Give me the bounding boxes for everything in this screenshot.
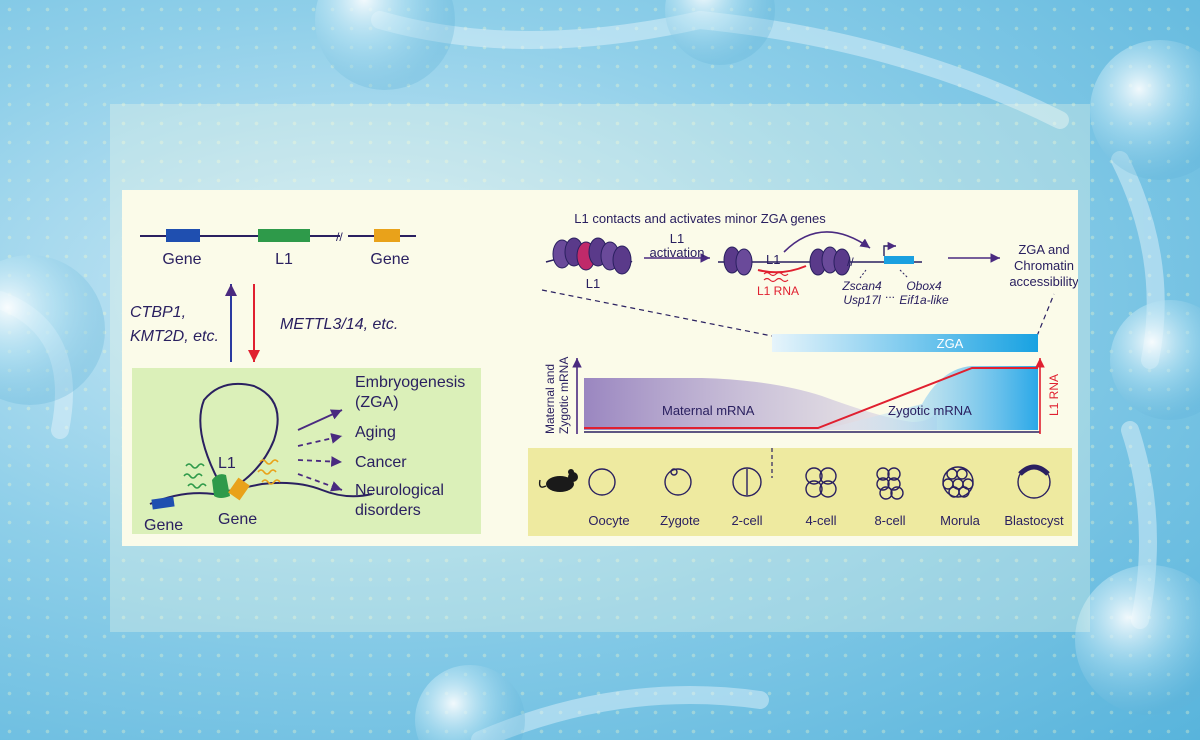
- zga-gene-block: [884, 256, 914, 264]
- chromatin-loop-panel: L1 Gene Gene Embryogenesis (ZGA) Aging C…: [132, 368, 481, 534]
- l1-label-right: L1: [766, 252, 780, 267]
- gene-label-1: Gene: [162, 251, 201, 268]
- outcome-embryogenesis: Embryogenesis: [355, 374, 465, 391]
- loop-gene-label-right: Gene: [218, 511, 257, 528]
- gene-block-orange: [374, 229, 400, 242]
- oocyte-icon: [588, 468, 616, 496]
- zoom-guide-right: [1036, 293, 1055, 337]
- outcome-aging: Aging: [355, 424, 396, 441]
- regulator-ctbp1: CTBP1,: [130, 304, 186, 321]
- l1-rna-curve: [584, 367, 1038, 429]
- l1-label: L1: [275, 251, 293, 268]
- loop-gene-orange: [228, 477, 250, 501]
- outcome-arrow-neurological: [297, 473, 343, 492]
- gene-ellipsis: ...: [885, 287, 895, 301]
- stage-8-cell: 8-cell: [874, 513, 905, 528]
- gene-label-2: Gene: [370, 251, 409, 268]
- zoom-guide-left: [541, 289, 773, 337]
- regulator-mettl3: METTL3/14, etc.: [280, 316, 398, 333]
- genome-track: // Gene L1 Gene: [140, 229, 416, 268]
- morula-icon: [942, 466, 974, 498]
- figure-diagram: // Gene L1 Gene CTBP1, KMT2D, etc. METTL…: [130, 211, 1079, 536]
- gene-block-blue: [166, 229, 200, 242]
- svg-text://: //: [336, 230, 343, 244]
- gene-zscan4: Zscan4: [841, 279, 882, 293]
- outcome-zga: (ZGA): [355, 394, 399, 411]
- l1-rna-label: L1 RNA: [757, 284, 799, 298]
- right-panel-title: L1 contacts and activates minor ZGA gene…: [574, 211, 826, 226]
- regulation-arrows: CTBP1, KMT2D, etc. METTL3/14, etc.: [130, 284, 398, 362]
- outcome-arrow-aging: [297, 433, 343, 447]
- chromatin-l1-label: L1: [586, 276, 600, 291]
- l1-rna-squiggles: [183, 463, 207, 489]
- stage-zygote: Zygote: [660, 513, 700, 528]
- outcome-cancer: Cancer: [355, 454, 407, 471]
- loop-gene-blue: [151, 496, 175, 510]
- active-l1-segment: [757, 265, 807, 274]
- tss-arrow: [883, 241, 896, 256]
- mrna-dynamics-plot: Maternal and Zygotic mRNA Maternal mRNA …: [543, 357, 1061, 434]
- y-axis-label-line2: Zygotic mRNA: [557, 357, 571, 434]
- two-cell-icon: [732, 467, 762, 497]
- l1-block-green: [258, 229, 310, 242]
- l1-rna-axis-label: L1 RNA: [1047, 374, 1061, 416]
- chromatin-loop: [199, 382, 279, 483]
- y-axis-label-line1: Maternal and: [543, 364, 557, 434]
- outcome-accessibility: accessibility: [1009, 274, 1078, 289]
- blastocyst-icon: [1017, 464, 1051, 499]
- outcome-arrow-cancer: [297, 456, 343, 467]
- four-cell-icon: [805, 467, 837, 498]
- stage-2-cell: 2-cell: [731, 513, 762, 528]
- outcome-disorders: disorders: [355, 502, 421, 519]
- gene-eif1a-like: Eif1a-like: [899, 293, 949, 307]
- activation-label-l1: L1: [670, 231, 684, 246]
- regulator-kmt2d: KMT2D, etc.: [130, 328, 219, 345]
- outcome-neurological: Neurological: [355, 482, 444, 499]
- maternal-mrna-label: Maternal mRNA: [662, 403, 755, 418]
- stage-4-cell: 4-cell: [805, 513, 836, 528]
- svg-text://: //: [847, 255, 854, 269]
- compact-chromatin: [552, 237, 632, 275]
- eight-cell-icon: [876, 467, 904, 500]
- loop-panel-background: [132, 368, 481, 534]
- stage-blastocyst: Blastocyst: [1004, 513, 1064, 528]
- stages-background: [528, 448, 1072, 536]
- zga-window-bar: [772, 334, 1038, 352]
- gene-obox4: Obox4: [906, 279, 942, 293]
- loop-l1-element: [212, 474, 230, 498]
- gene-usp17l: Usp17l: [843, 293, 881, 307]
- outcome-chromatin: Chromatin: [1014, 258, 1074, 273]
- loop-gene-label-left: Gene: [144, 517, 183, 534]
- figure-card: // Gene L1 Gene CTBP1, KMT2D, etc. METTL…: [122, 190, 1079, 546]
- stage-morula: Morula: [940, 513, 981, 528]
- l1-rna-transcripts: [763, 271, 789, 283]
- outcome-zga-and: ZGA and: [1018, 242, 1069, 257]
- loop-l1-label: L1: [218, 455, 236, 472]
- gene-rna-squiggles: [257, 459, 281, 485]
- zga-bar-label: ZGA: [937, 336, 964, 351]
- zygotic-mrna-area: [822, 366, 1038, 430]
- embryo-stages-strip: Oocyte Zygote 2-cell 4-cell 8-cell Morul…: [528, 448, 1072, 536]
- activation-label-text: activation: [650, 245, 705, 260]
- l1-activation-schematic: L1 L1 activation // L1 L1 RNA Zscan4 Usp…: [545, 231, 1079, 307]
- contact-arrow: [783, 231, 871, 253]
- zygotic-mrna-label: Zygotic mRNA: [888, 403, 972, 418]
- mouse-icon: [538, 469, 578, 492]
- outcome-arrow-embryogenesis: [297, 409, 343, 431]
- zygote-icon: [664, 468, 692, 496]
- stage-oocyte: Oocyte: [588, 513, 629, 528]
